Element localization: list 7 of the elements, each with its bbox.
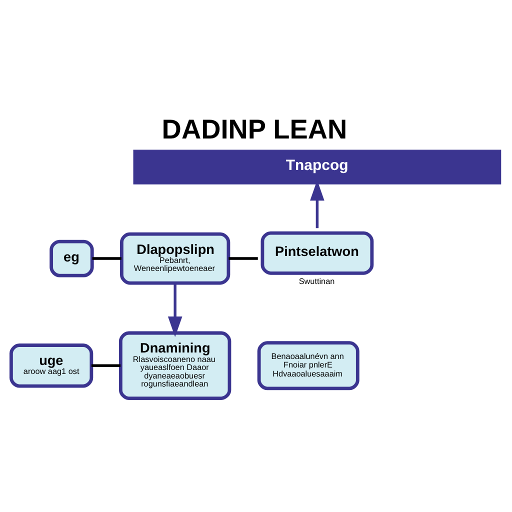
arrow	[168, 282, 182, 336]
connector	[92, 256, 122, 260]
node-box: eg	[50, 239, 94, 277]
connector	[228, 256, 258, 260]
diagram-title: DADINP LEAN	[162, 113, 348, 144]
node-box: Tnapcog	[133, 149, 502, 184]
connector	[91, 364, 121, 366]
